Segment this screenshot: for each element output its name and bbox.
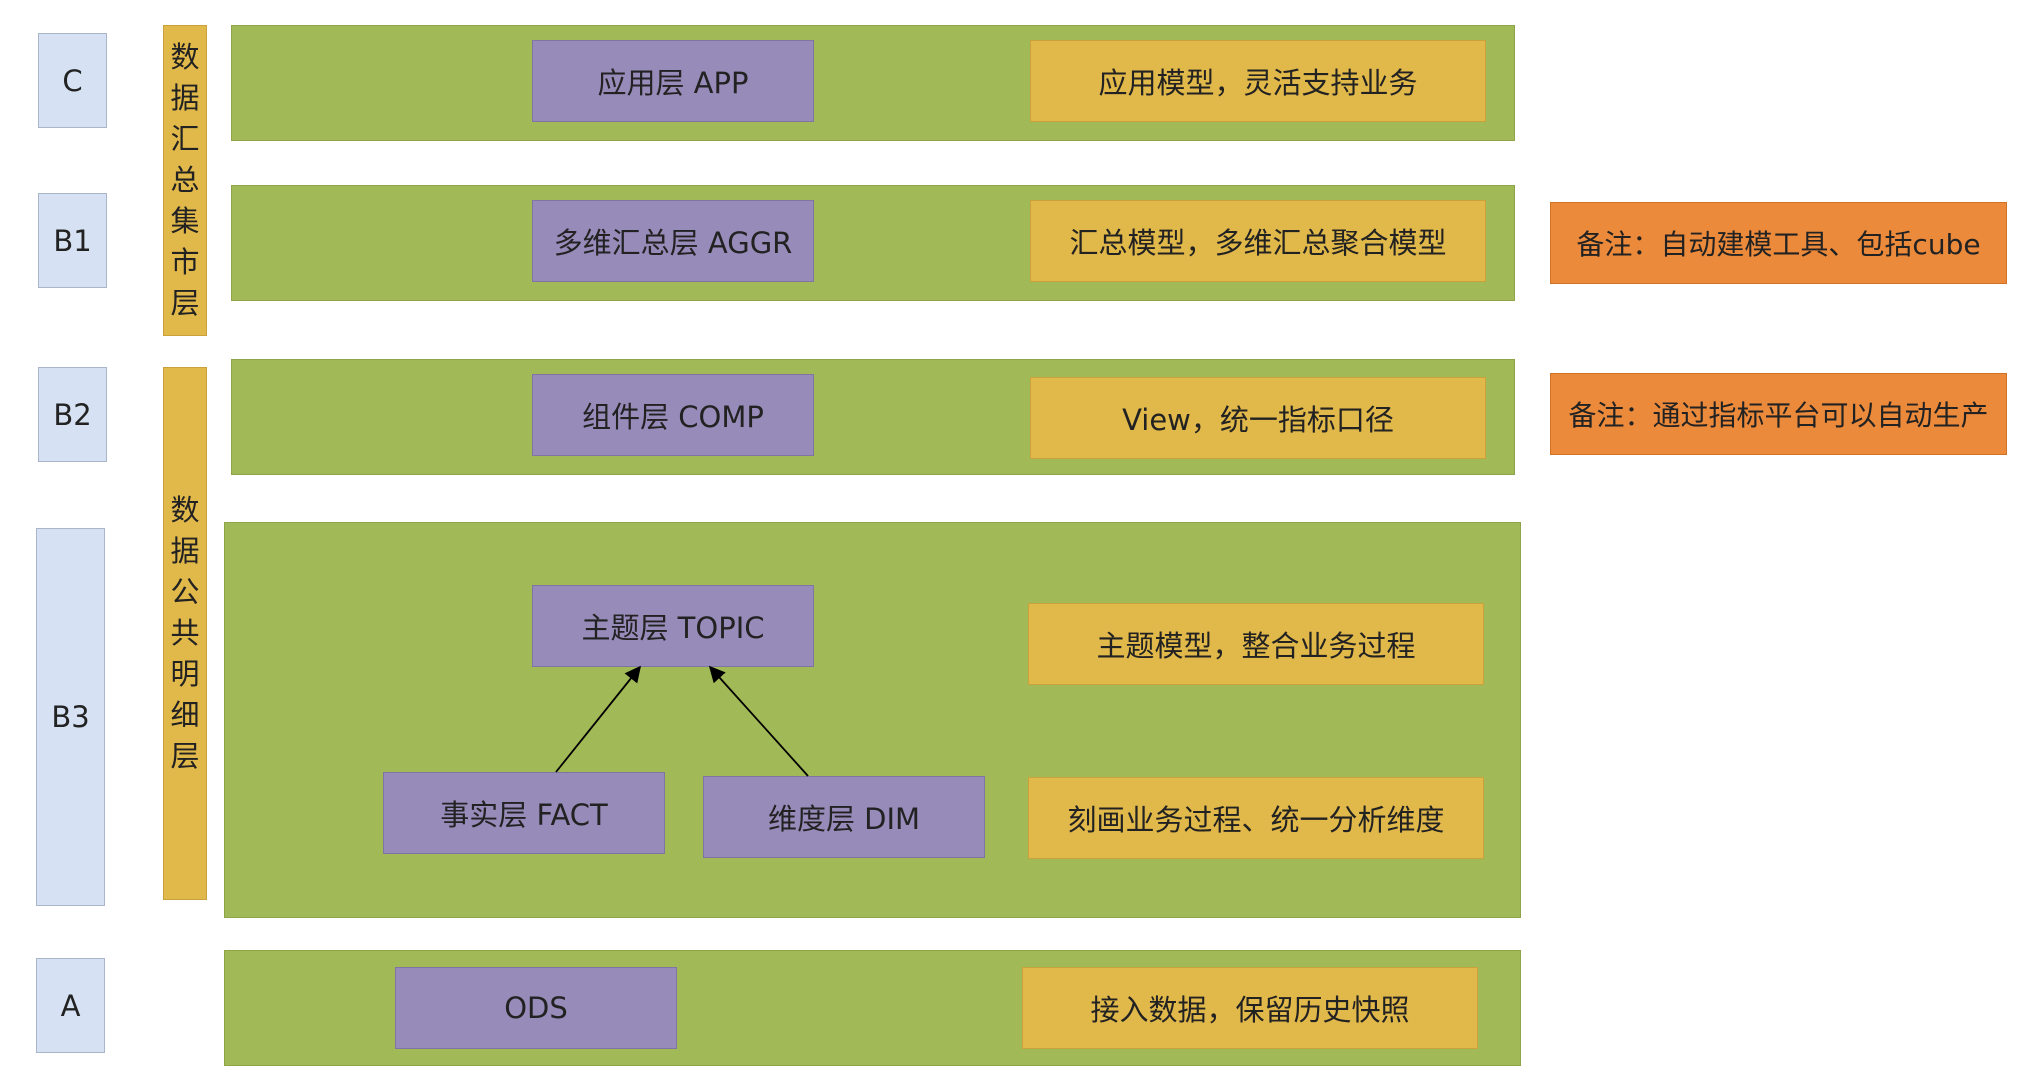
layer-comp-desc: View，统一指标口径 (1030, 377, 1486, 459)
group-label-summary-mart: 数据汇总集市层 (163, 25, 207, 336)
row-label-b3: B3 (36, 528, 105, 906)
layer-aggr-desc: 汇总模型，多维汇总聚合模型 (1030, 200, 1486, 282)
group-label-common-detail: 数据公共明细层 (163, 367, 207, 900)
vertical-label-char: 数 (170, 40, 200, 74)
vertical-label-char: 市 (170, 245, 200, 279)
layer-dim-box: 维度层 DIM (703, 776, 985, 858)
row-label-c: C (38, 33, 107, 128)
vertical-label-char: 数 (170, 493, 200, 527)
vertical-label-char: 汇 (170, 122, 200, 156)
vertical-label-char: 总 (170, 163, 200, 197)
layer-fact-box: 事实层 FACT (383, 772, 665, 854)
arrow-dim-to-topic (708, 665, 809, 777)
layer-app-box: 应用层 APP (532, 40, 814, 122)
vertical-label-char: 共 (170, 616, 200, 650)
vertical-label-char: 公 (170, 575, 200, 609)
arrow-fact-to-topic (555, 665, 642, 773)
row-label-a: A (36, 958, 105, 1053)
layer-aggr-box: 多维汇总层 AGGR (532, 200, 814, 282)
layer-topic-box: 主题层 TOPIC (532, 585, 814, 667)
layer-app-desc: 应用模型，灵活支持业务 (1030, 40, 1486, 122)
note-b2: 备注：通过指标平台可以自动生产 (1550, 373, 2007, 455)
vertical-label-char: 细 (170, 698, 200, 732)
vertical-label-char: 层 (170, 286, 200, 320)
vertical-label-char: 据 (170, 81, 200, 115)
layer-ods-box: ODS (395, 967, 677, 1049)
layer-ods-desc: 接入数据，保留历史快照 (1022, 967, 1478, 1049)
layer-comp-box: 组件层 COMP (532, 374, 814, 456)
row-label-b1: B1 (38, 193, 107, 288)
note-b1: 备注：自动建模工具、包括cube (1550, 202, 2007, 284)
layer-topic-desc: 主题模型，整合业务过程 (1028, 603, 1484, 685)
vertical-label-char: 集 (170, 204, 200, 238)
vertical-label-char: 明 (170, 657, 200, 691)
layer-fact-dim-desc: 刻画业务过程、统一分析维度 (1028, 777, 1484, 859)
row-label-b2: B2 (38, 367, 107, 462)
vertical-label-char: 层 (170, 739, 200, 773)
vertical-label-char: 据 (170, 534, 200, 568)
